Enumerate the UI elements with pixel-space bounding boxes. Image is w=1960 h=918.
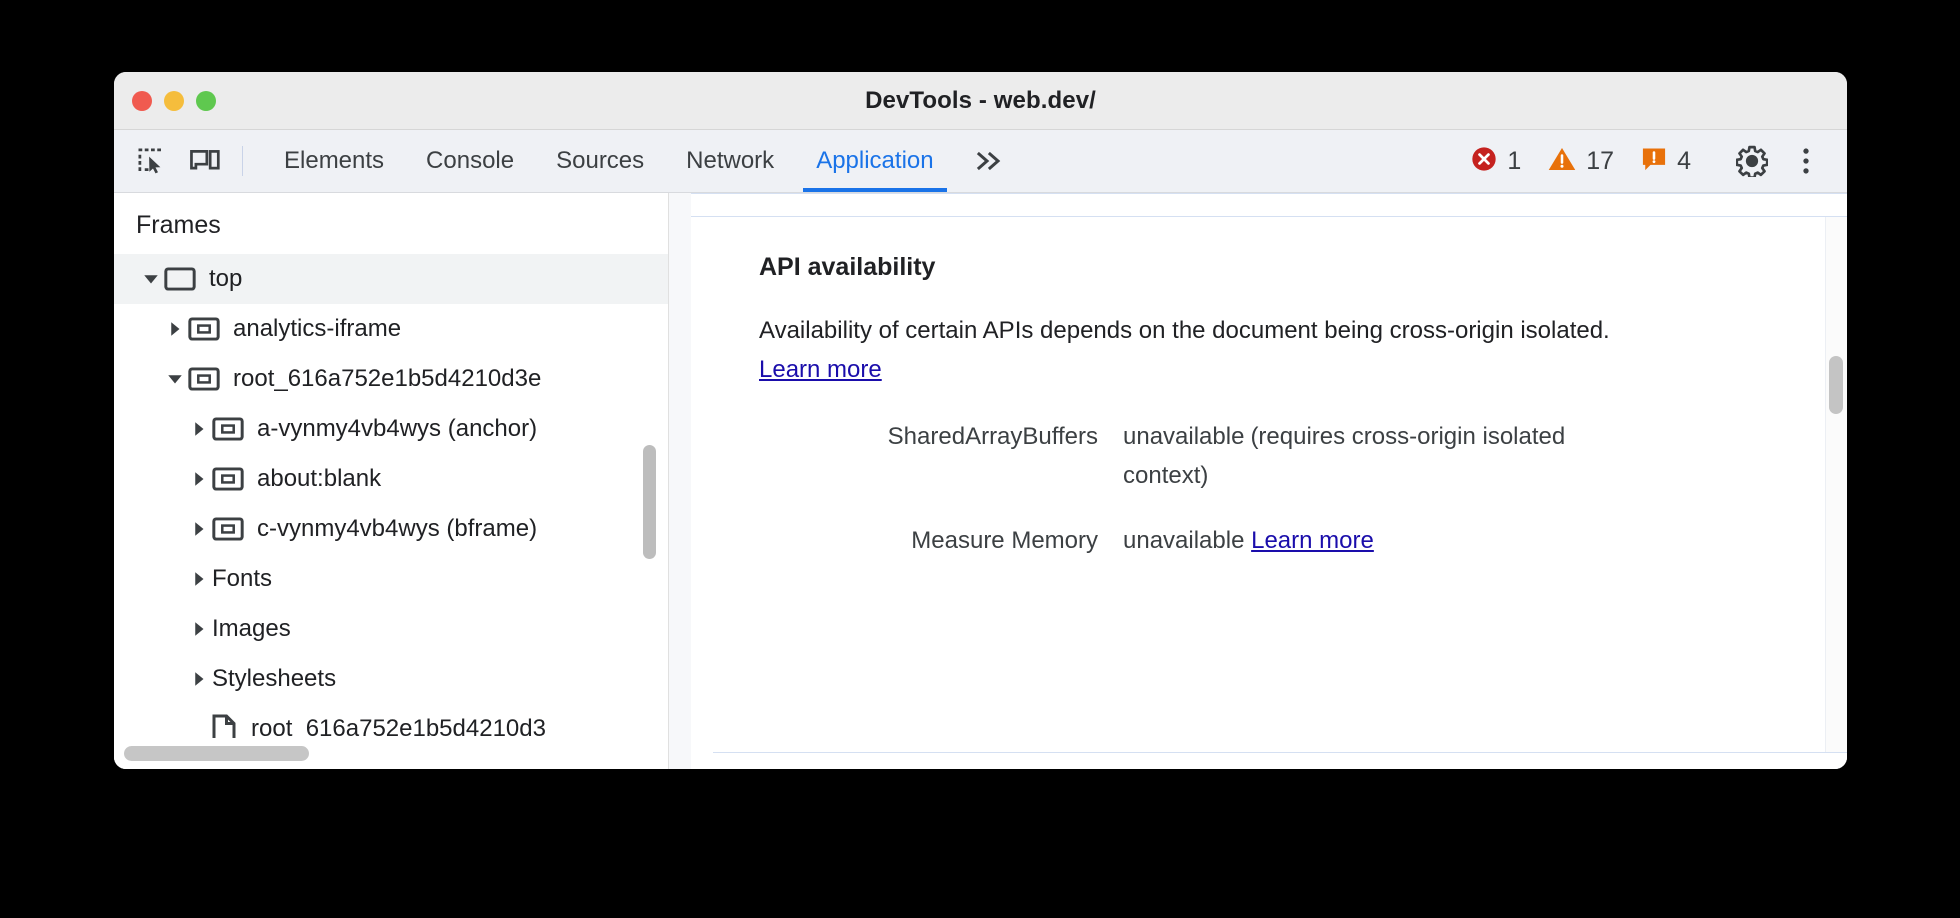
frame-details-view: API availability Availability of certain…	[691, 193, 1847, 769]
tree-item-label: a-vynmy4vb4wys (anchor)	[257, 415, 538, 442]
tree-item-label: Images	[212, 615, 291, 642]
tree-item-label: about:blank	[257, 465, 382, 492]
tree-item-bframe[interactable]: c-vynmy4vb4wys (bframe)	[114, 504, 668, 554]
tree-item-label: Fonts	[212, 565, 273, 592]
frames-tree: top analytics-iframe	[114, 254, 668, 754]
error-icon	[1470, 145, 1498, 178]
tree-item-label: Stylesheets	[212, 665, 337, 692]
tree-item-stylesheets[interactable]: Stylesheets	[114, 654, 668, 704]
minimize-window-button[interactable]	[164, 90, 184, 111]
api-row-measure-memory: Measure Memory unavailable Learn more	[691, 522, 1847, 561]
sidebar-title: Frames	[136, 211, 221, 239]
tree-item-label: root_616a752e1b5d4210d3e	[233, 365, 542, 392]
iframe-icon	[188, 316, 220, 342]
twisty-collapsed-icon[interactable]	[186, 670, 212, 688]
twisty-collapsed-icon[interactable]	[186, 470, 212, 488]
tab-console[interactable]: Console	[426, 147, 515, 174]
toolbar-divider	[242, 146, 243, 176]
api-status: unavailable	[1123, 526, 1245, 554]
learn-more-link-description[interactable]: Learn more	[759, 355, 882, 383]
api-note: (requires cross-origin isolated context)	[1123, 422, 1566, 489]
error-count: 1	[1507, 146, 1522, 175]
tab-sources[interactable]: Sources	[556, 147, 645, 174]
application-content-panel: API availability Availability of certain…	[669, 193, 1847, 769]
api-row-sharedarraybuffers: SharedArrayBuffers unavailable(requires …	[691, 418, 1847, 496]
tree-item-label: top	[209, 265, 243, 292]
device-toolbar-icon[interactable]	[178, 130, 232, 192]
more-tabs-chevron-icon[interactable]	[955, 130, 1025, 192]
tree-item-images[interactable]: Images	[114, 604, 668, 654]
issue-count: 4	[1677, 146, 1691, 175]
learn-more-link-measure-memory[interactable]: Learn more	[1251, 526, 1374, 554]
iframe-icon	[212, 466, 244, 492]
twisty-collapsed-icon[interactable]	[186, 420, 212, 438]
error-counter[interactable]: 1	[1457, 145, 1534, 178]
sidebar-horizontal-scrollbar[interactable]	[124, 746, 309, 761]
traffic-light-group	[114, 90, 216, 111]
warning-icon	[1547, 145, 1577, 178]
twisty-collapsed-icon[interactable]	[186, 620, 212, 638]
maximize-window-button[interactable]	[196, 90, 216, 111]
panel-tab-bar: Elements Console Sources Network Applica…	[253, 130, 955, 192]
toolbar-left-group	[114, 130, 253, 192]
tree-item-root-frame[interactable]: root_616a752e1b5d4210d3e	[114, 354, 668, 404]
tree-item-top[interactable]: top	[114, 254, 668, 304]
iframe-icon	[212, 516, 244, 542]
twisty-collapsed-icon[interactable]	[186, 520, 212, 538]
api-value: unavailable(requires cross-origin isolat…	[1123, 418, 1623, 496]
api-value: unavailable Learn more	[1123, 522, 1623, 561]
frame-details-scroll: API availability Availability of certain…	[691, 217, 1847, 560]
section-divider	[691, 194, 1847, 217]
warning-count: 17	[1586, 146, 1615, 175]
issue-counter[interactable]: 4	[1627, 145, 1704, 178]
twisty-expanded-icon[interactable]	[162, 370, 188, 388]
tree-item-anchor-frame[interactable]: a-vynmy4vb4wys (anchor)	[114, 404, 668, 454]
tree-item-about-blank[interactable]: about:blank	[114, 454, 668, 504]
tree-item-fonts[interactable]: Fonts	[114, 554, 668, 604]
api-key-label: Measure Memory	[911, 526, 1098, 554]
iframe-icon	[188, 366, 220, 392]
warning-counter[interactable]: 17	[1534, 145, 1627, 178]
tree-item-document[interactable]: root_616a752e1b5d4210d3	[114, 704, 668, 754]
tree-item-label: root_616a752e1b5d4210d3	[251, 715, 546, 742]
twisty-expanded-icon[interactable]	[138, 270, 164, 288]
sidebar-vertical-scrollbar[interactable]	[643, 445, 656, 559]
tree-item-label: c-vynmy4vb4wys (bframe)	[257, 515, 538, 542]
description-text: Availability of certain APIs depends on …	[759, 317, 1610, 344]
issue-icon	[1640, 145, 1668, 178]
tree-item-label: analytics-iframe	[233, 315, 402, 342]
section-description: Availability of certain APIs depends on …	[759, 312, 1659, 390]
api-status: unavailable	[1123, 422, 1245, 450]
devtools-window: DevTools - web.dev/	[114, 72, 1847, 769]
tab-elements[interactable]: Elements	[284, 147, 385, 174]
devtools-toolbar: Elements Console Sources Network Applica…	[114, 130, 1847, 193]
content-scrollbar-track	[1825, 217, 1847, 752]
tab-network[interactable]: Network	[686, 147, 775, 174]
iframe-icon	[212, 416, 244, 442]
document-icon	[210, 714, 238, 744]
frames-sidebar: Frames top	[114, 193, 669, 769]
panel-body: Frames top	[114, 193, 1847, 769]
tab-application[interactable]: Application	[795, 130, 954, 192]
content-vertical-scrollbar[interactable]	[1829, 356, 1843, 414]
twisty-collapsed-icon[interactable]	[162, 320, 188, 338]
gear-icon[interactable]	[1725, 145, 1779, 177]
tree-item-analytics-iframe[interactable]: analytics-iframe	[114, 304, 668, 354]
window-titlebar: DevTools - web.dev/	[114, 72, 1847, 130]
section-bottom-divider	[713, 752, 1847, 753]
window-title: DevTools - web.dev/	[865, 86, 1096, 114]
kebab-menu-icon[interactable]	[1779, 146, 1833, 176]
frame-top-icon	[164, 266, 196, 292]
twisty-collapsed-icon[interactable]	[186, 570, 212, 588]
inspect-element-icon[interactable]	[124, 130, 178, 192]
close-window-button[interactable]	[132, 90, 152, 111]
api-key-label: SharedArrayBuffers	[887, 422, 1098, 450]
toolbar-right-group: 1 17	[1457, 130, 1847, 192]
section-heading: API availability	[759, 253, 936, 281]
